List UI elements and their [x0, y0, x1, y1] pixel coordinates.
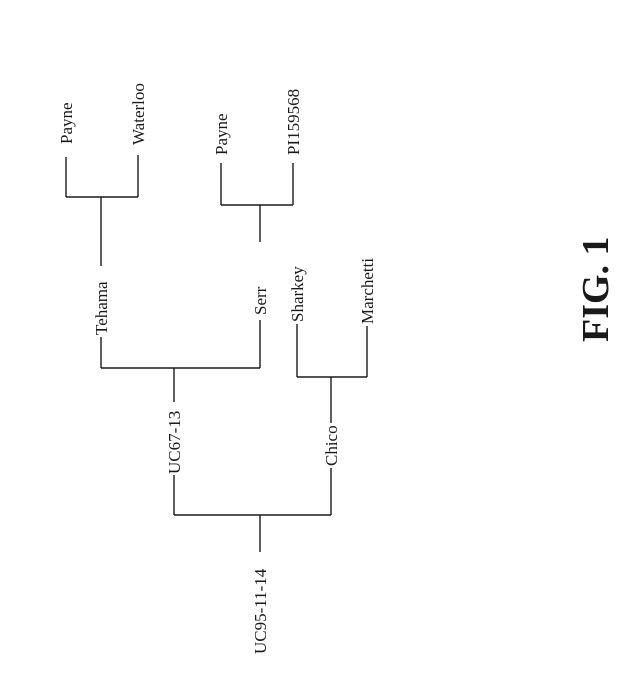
- figure-label: FIG. 1: [575, 236, 617, 342]
- sharkey-label: Sharkey: [288, 266, 307, 322]
- tehama-label: Tehama: [92, 281, 111, 335]
- marchetti-label: Marchetti: [358, 258, 377, 324]
- waterloo-label: Waterloo: [129, 83, 148, 145]
- pi159568-label: PI159568: [284, 89, 303, 155]
- serr-label: Serr: [251, 286, 270, 315]
- root-label: UC95-11-14: [251, 568, 270, 654]
- chico-label: Chico: [322, 425, 341, 466]
- tehama-parent-payne-label: Payne: [57, 102, 76, 144]
- serr-parent-payne-label: Payne: [212, 113, 231, 155]
- uc67-13-label: UC67-13: [165, 411, 184, 474]
